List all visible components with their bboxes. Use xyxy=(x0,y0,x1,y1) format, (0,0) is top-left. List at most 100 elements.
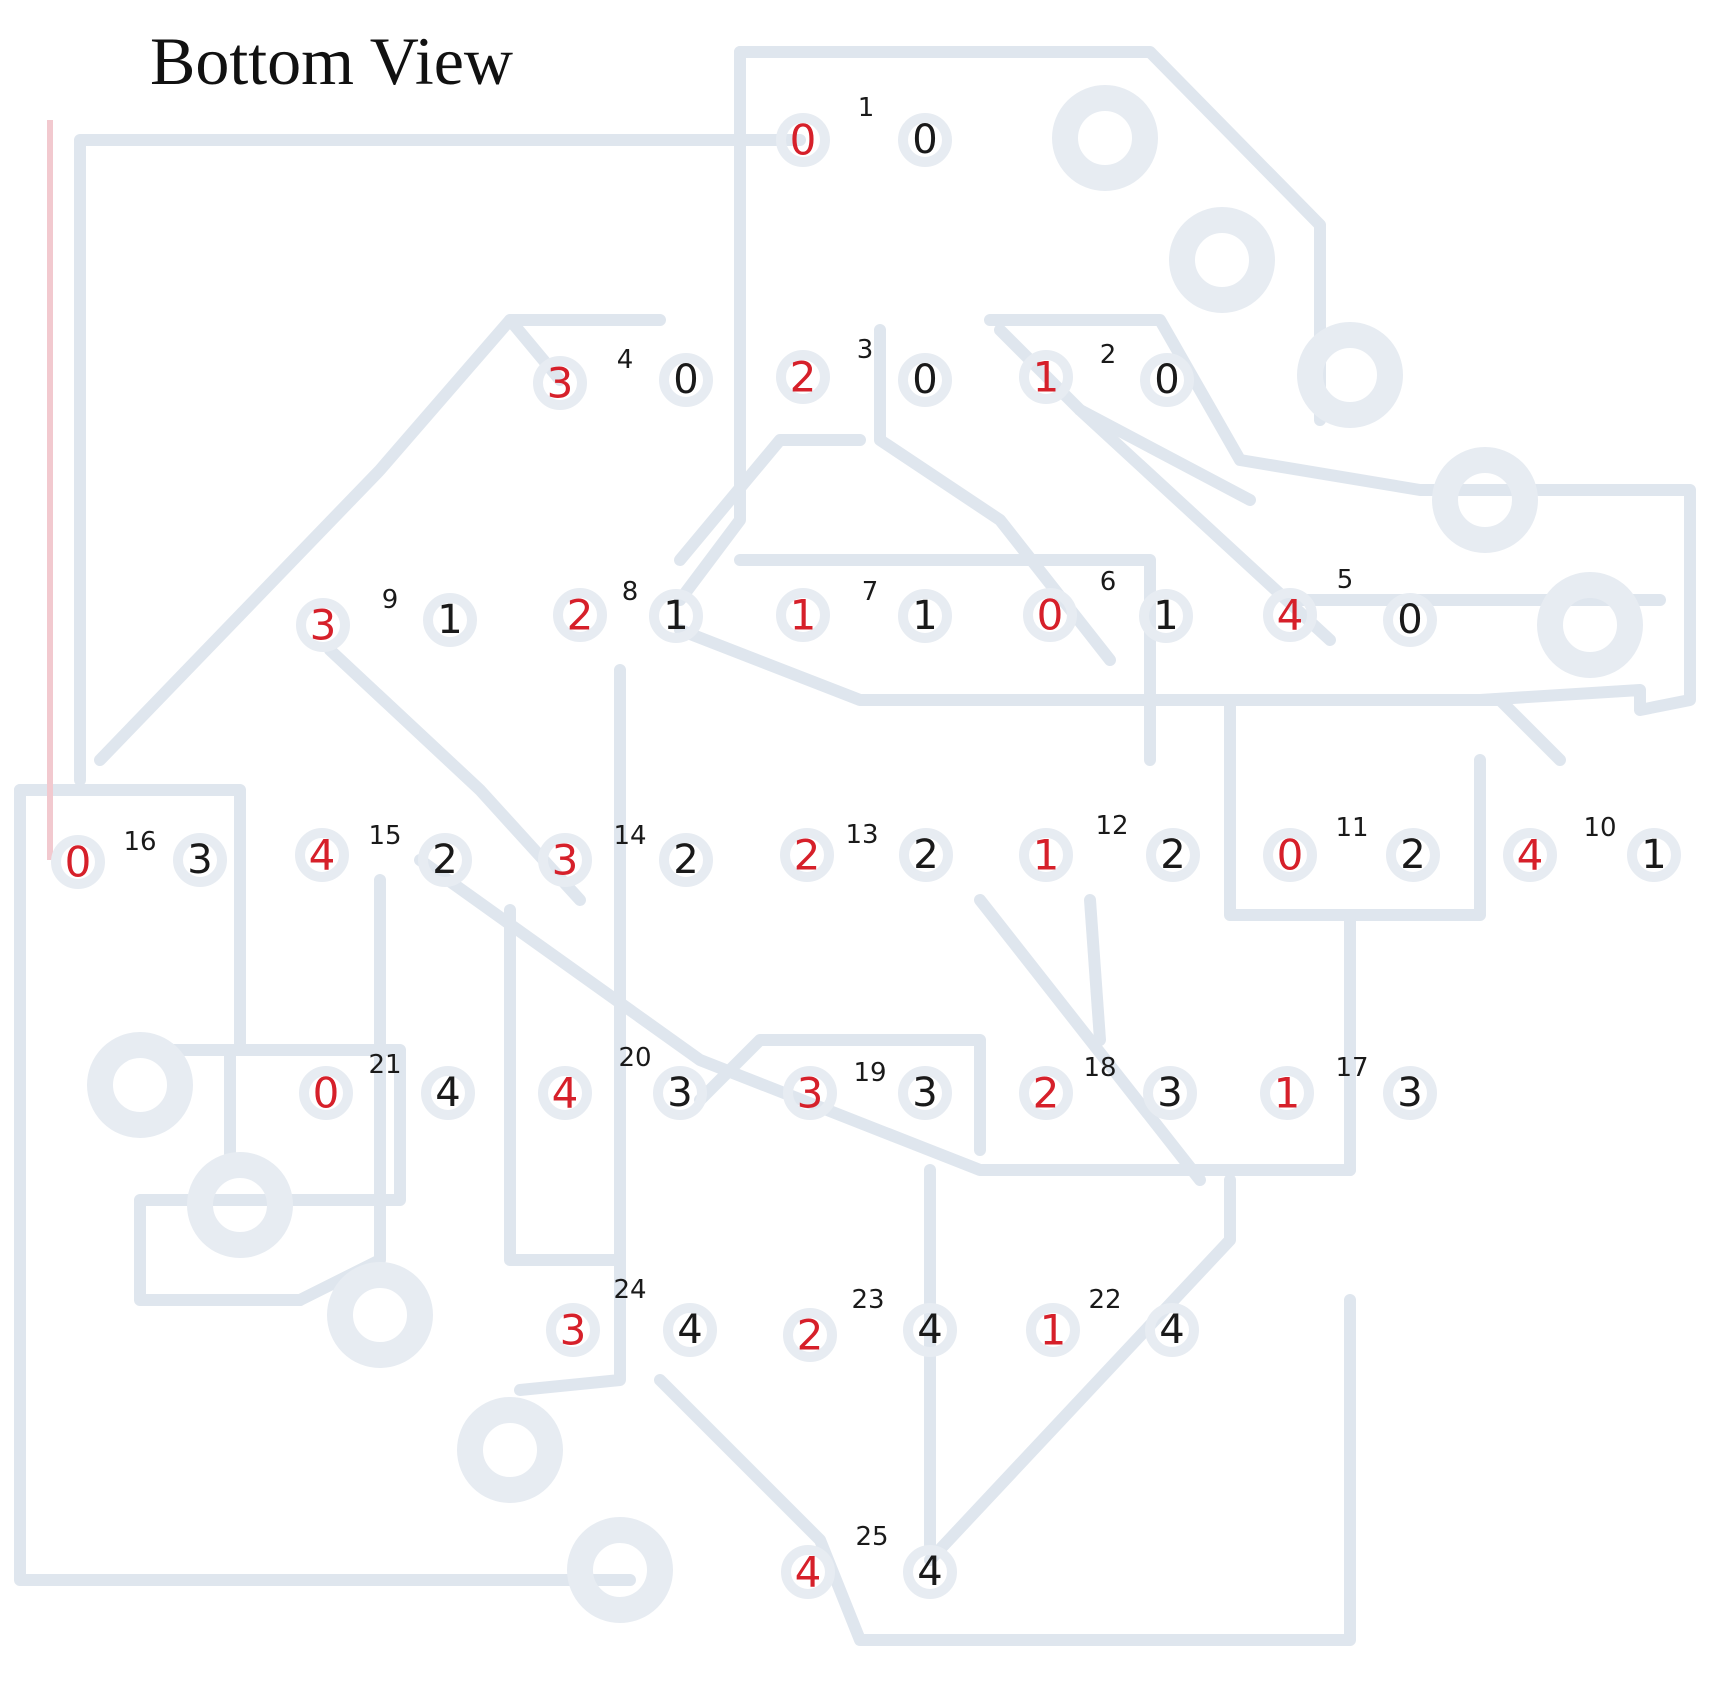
pad-4-black xyxy=(659,353,713,407)
pad-17-red xyxy=(1260,1066,1314,1120)
pad-22-number: 22 xyxy=(1088,1285,1121,1315)
pad-24-number: 24 xyxy=(613,1275,646,1305)
pcb-trace-5 xyxy=(94,314,666,766)
pcb-trace-17 xyxy=(1224,694,1486,921)
pad-1-red-label: 0 xyxy=(790,116,817,165)
pad-9-red xyxy=(296,598,350,652)
pad-6-red xyxy=(1023,588,1077,642)
pad-14-black xyxy=(659,833,713,887)
pad-15-number: 15 xyxy=(368,821,401,851)
pcb-trace-20 xyxy=(14,784,636,1586)
mounting-pad-4 xyxy=(1432,447,1538,553)
pad-2-number: 2 xyxy=(1100,340,1117,370)
pad-8-black xyxy=(649,589,703,643)
pad-24-black-label: 4 xyxy=(677,1307,702,1353)
pad-11-red-label: 0 xyxy=(1277,831,1304,880)
mounting-pad-1 xyxy=(1052,85,1158,191)
pad-25-number: 25 xyxy=(855,1522,888,1552)
mounting-pad-6 xyxy=(87,1032,193,1138)
pcb-trace-30 xyxy=(974,894,1206,1186)
pad-6-red-label: 0 xyxy=(1037,591,1064,640)
pad-3-red-label: 2 xyxy=(790,353,817,402)
pad-15-red-label: 4 xyxy=(309,831,336,880)
pad-3-red xyxy=(776,350,830,404)
pad-13-number: 13 xyxy=(845,820,878,850)
pad-25-black xyxy=(903,1545,957,1599)
pad-25-red xyxy=(781,1545,835,1599)
pad-18-red xyxy=(1019,1066,1073,1120)
pad-16-red-label: 0 xyxy=(65,838,92,887)
pad-19-number: 19 xyxy=(853,1058,886,1088)
pad-22-red xyxy=(1026,1303,1080,1357)
pad-12-black-label: 2 xyxy=(1160,832,1185,878)
pad-16-black-label: 3 xyxy=(187,837,212,883)
pad-4-red xyxy=(533,356,587,410)
pad-10-red xyxy=(1503,828,1557,882)
pad-15-red xyxy=(295,828,349,882)
pad-8-red-label: 2 xyxy=(567,591,594,640)
pad-2-black-label: 0 xyxy=(1154,357,1179,403)
mounting-pad-7 xyxy=(187,1152,293,1258)
pad-14-black-label: 2 xyxy=(673,837,698,883)
pad-1-number: 1 xyxy=(858,93,875,123)
pad-20-red xyxy=(538,1066,592,1120)
pad-18-black-label: 3 xyxy=(1157,1070,1182,1116)
pad-11-number: 11 xyxy=(1335,813,1368,843)
pad-14-red xyxy=(538,833,592,887)
pad-18-red-label: 2 xyxy=(1033,1069,1060,1118)
pcb-trace-23 xyxy=(414,854,1356,1176)
pad-5-black xyxy=(1383,593,1437,647)
pad-21-red xyxy=(299,1066,353,1120)
pad-7-number: 7 xyxy=(862,577,879,607)
pad-12-red-label: 1 xyxy=(1033,831,1060,880)
pad-8-number: 8 xyxy=(622,577,639,607)
mounting-pad-8 xyxy=(327,1262,433,1368)
pad-23-red-label: 2 xyxy=(797,1311,824,1360)
pad-23-number: 23 xyxy=(851,1285,884,1315)
pad-22-black xyxy=(1145,1303,1199,1357)
pad-10-red-label: 4 xyxy=(1517,831,1544,880)
mounting-pad-10 xyxy=(567,1517,673,1623)
mounting-pad-2 xyxy=(1169,207,1275,313)
pad-7-red-label: 1 xyxy=(790,591,817,640)
pad-3-black xyxy=(898,353,952,407)
pad-13-black-label: 2 xyxy=(913,832,938,878)
mounting-pads xyxy=(87,85,1643,1623)
pad-17-red-label: 1 xyxy=(1274,1069,1301,1118)
pad-13-red-label: 2 xyxy=(794,831,821,880)
pad-1-red xyxy=(776,113,830,167)
pad-12-number: 12 xyxy=(1095,811,1128,841)
pad-1-black-label: 0 xyxy=(912,117,937,163)
pad-5-red xyxy=(1263,588,1317,642)
pad-9-red-label: 3 xyxy=(310,601,337,650)
pad-17-black-label: 3 xyxy=(1397,1070,1422,1116)
pcb-trace-14 xyxy=(514,664,626,1396)
pad-23-black-label: 4 xyxy=(917,1307,942,1353)
pad-2-red xyxy=(1019,350,1073,404)
pad-16-red xyxy=(51,835,105,889)
pad-16-number: 16 xyxy=(123,827,156,857)
pad-3-number: 3 xyxy=(857,335,874,365)
pad-4-black-label: 0 xyxy=(673,357,698,403)
pcb-trace-1 xyxy=(734,46,1326,426)
pad-19-red xyxy=(783,1066,837,1120)
mounting-pad-9 xyxy=(457,1397,563,1503)
pcb-trace-4 xyxy=(74,134,806,786)
pad-12-black xyxy=(1146,828,1200,882)
pcb-trace-13 xyxy=(674,434,866,566)
pcb-trace-7 xyxy=(984,314,1566,496)
pcb-trace-6 xyxy=(504,314,566,386)
pad-18-black xyxy=(1143,1066,1197,1120)
pad-21-black xyxy=(421,1066,475,1120)
pad-20-red-label: 4 xyxy=(552,1069,579,1118)
pad-8-red xyxy=(553,588,607,642)
pad-16-black xyxy=(173,833,227,887)
pad-9-black xyxy=(423,593,477,647)
pad-7-red xyxy=(776,588,830,642)
pad-21-black-label: 4 xyxy=(435,1070,460,1116)
pad-13-red xyxy=(780,828,834,882)
pad-2-black xyxy=(1140,353,1194,407)
pad-10-black-label: 1 xyxy=(1641,832,1666,878)
